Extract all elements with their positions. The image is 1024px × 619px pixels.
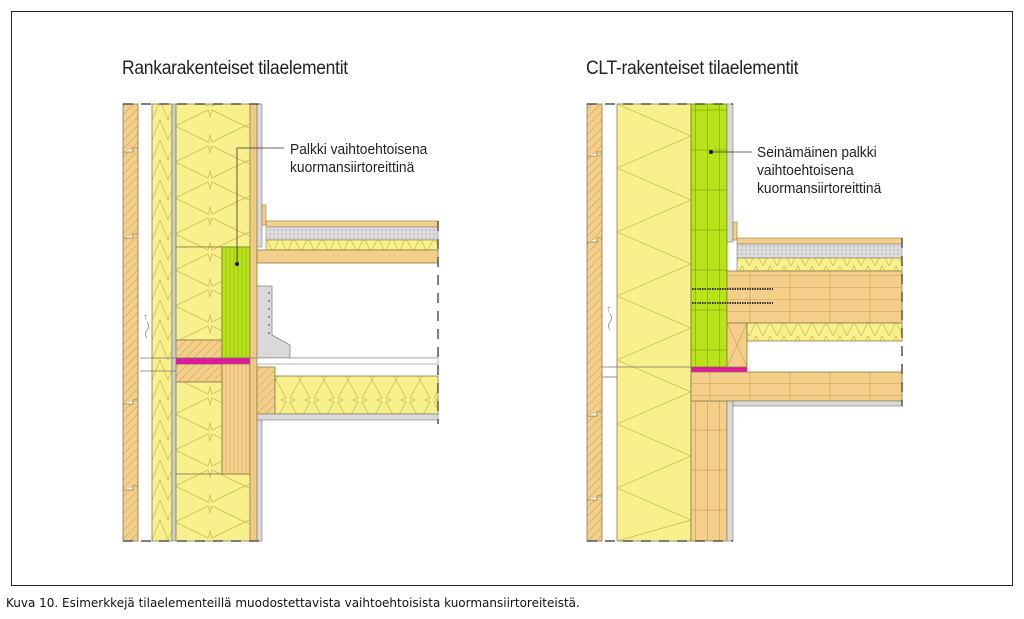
right-load-path-strip <box>691 367 747 372</box>
right-floor-screed <box>736 243 903 259</box>
airflow-arrow-icon: ↑ <box>143 312 148 323</box>
left-cladding <box>122 103 139 542</box>
left-annotation: Palkki vaihtoehtoisena kuormansiirtoreit… <box>290 141 427 177</box>
right-annotation-line3: kuormansiirtoreittinä <box>757 180 882 197</box>
right-floor-clt-slab <box>726 270 903 324</box>
figure-frame <box>11 11 1013 586</box>
right-panel-title: CLT-rakenteiset tilaelementit <box>586 58 799 79</box>
right-airflow-arrow-icon: ↑ <box>606 304 611 315</box>
right-annotation: Seinämäinen palkki vaihtoehtoisena kuorm… <box>757 144 881 198</box>
right-drawing: ↑ <box>586 103 903 542</box>
right-lower-clt-slab <box>690 371 903 402</box>
left-wall-insulation-upper <box>175 103 253 248</box>
left-floor-screed <box>265 226 439 241</box>
left-drawing: ↑ <box>122 103 439 542</box>
left-lower-roof-insulation <box>274 375 439 415</box>
left-floor-slab <box>256 249 439 264</box>
screw-icons <box>692 288 773 304</box>
right-annotation-line1: Seinämäinen palkki <box>757 144 877 161</box>
left-panel-title: Rankarakenteiset tilaelementit <box>122 58 348 79</box>
right-load-wall-beam <box>690 103 728 368</box>
left-load-path-strip <box>176 358 250 364</box>
left-wall-insulation-lower <box>175 473 253 542</box>
right-annotation-line2: vaihtoehtoisena <box>757 162 854 179</box>
left-annotation-line2: kuormansiirtoreittinä <box>290 159 415 176</box>
left-annotation-line1: Palkki vaihtoehtoisena <box>290 141 428 158</box>
figure-caption: Kuva 10. Esimerkkejä tilaelementeillä mu… <box>6 595 580 610</box>
right-ceiling-insulation <box>746 322 903 342</box>
left-exterior-insulation <box>151 103 173 542</box>
left-joist-hanger <box>256 285 291 359</box>
right-cladding <box>586 103 603 542</box>
right-wall-insulation <box>616 103 692 542</box>
